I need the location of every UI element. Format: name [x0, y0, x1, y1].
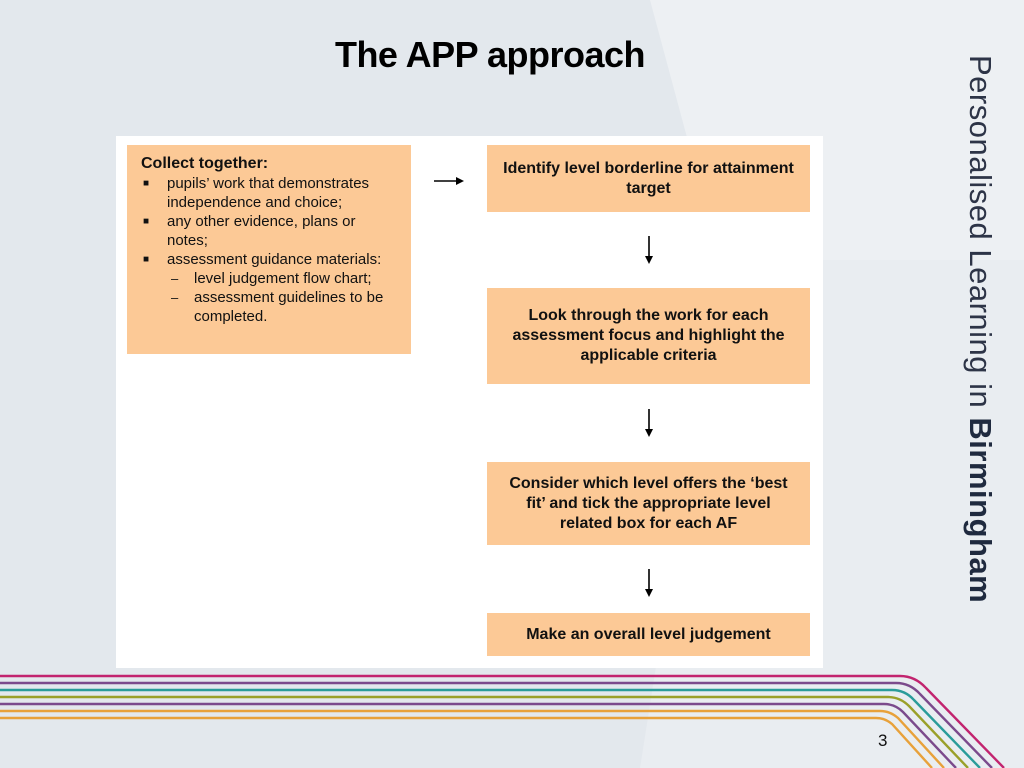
sub-list-item: –assessment guidelines to be completed. — [171, 289, 384, 325]
step-consider-best-fit: Consider which level offers the ‘best fi… — [487, 462, 810, 545]
brand-word-birmingham: Birmingham — [963, 417, 998, 604]
page-number: 3 — [878, 731, 888, 750]
collect-heading: Collect together: — [141, 155, 269, 172]
decorative-stripes — [0, 674, 1005, 768]
step-overall-judgement: Make an overall level judgement — [487, 613, 810, 656]
square-bullet-icon: ■ — [143, 216, 150, 227]
arrow-down-icon — [645, 409, 653, 437]
sub-list-item: –level judgement flow chart; — [171, 270, 372, 287]
list-item: ■any other evidence, plans or notes; — [143, 213, 356, 249]
step-identify-borderline: Identify level borderline for attainment… — [487, 145, 810, 212]
list-item: ■assessment guidance materials: — [143, 251, 382, 268]
brand-word-in: in — [963, 383, 998, 409]
step-look-through-work: Look through the work for each assessmen… — [487, 288, 810, 384]
collect-together-box: Collect together: ■pupils’ work that dem… — [127, 145, 411, 354]
flowchart-panel: Collect together: ■pupils’ work that dem… — [116, 136, 823, 668]
arrow-down-icon — [645, 236, 653, 264]
dash-bullet-icon: – — [171, 290, 179, 305]
brand-word-learning: Learning — [963, 249, 998, 374]
brand-word-personalised: Personalised — [963, 55, 998, 241]
list-item: ■pupils’ work that demonstrates independ… — [143, 175, 370, 211]
arrow-down-icon — [645, 569, 653, 597]
dash-bullet-icon: – — [171, 271, 179, 286]
collect-list: ■pupils’ work that demonstrates independ… — [141, 174, 399, 326]
slide-title: The APP approach — [334, 34, 646, 75]
arrow-right-icon — [434, 177, 464, 185]
square-bullet-icon: ■ — [143, 178, 150, 189]
brand-wordmark: Personalised Learning in Birmingham — [960, 55, 998, 655]
square-bullet-icon: ■ — [143, 254, 150, 265]
